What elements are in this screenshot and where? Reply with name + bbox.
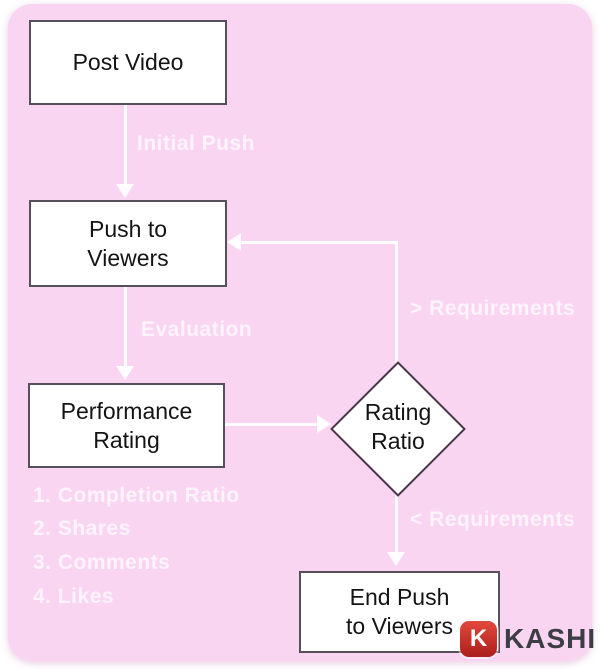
node-post-video-label: Post Video (72, 49, 184, 75)
connector-feedback-vertical (395, 241, 398, 365)
arrowhead-to-diamond (317, 415, 331, 433)
node-end-push-line1: End Push (349, 584, 450, 610)
arrowhead-end-push (387, 552, 405, 566)
edge-label-evaluation: Evaluation (141, 318, 253, 341)
connector-initial-push (124, 103, 127, 186)
kashi-logo: K KASHI (460, 621, 596, 657)
connector-end-push (395, 490, 398, 554)
node-push-to-viewers-line1: Push to (89, 215, 167, 242)
criteria-item-shares: 2. Shares (33, 517, 131, 540)
criteria-item-completion-ratio: 1. Completion Ratio (33, 484, 240, 507)
node-post-video: Post Video (29, 20, 227, 105)
decision-rating-ratio-line1: Rating (364, 399, 432, 425)
kashi-logo-k-icon: K (460, 621, 497, 657)
decision-rating-ratio-line2: Ratio (371, 428, 425, 454)
arrowhead-feedback (227, 233, 241, 251)
node-push-to-viewers-line2: Viewers (87, 244, 169, 271)
node-performance-rating-line1: Performance (60, 397, 193, 424)
flowchart-panel (8, 4, 592, 661)
arrowhead-initial-push (116, 184, 134, 198)
node-performance-rating-line2: Rating (93, 426, 160, 453)
connector-feedback-horizontal (240, 241, 398, 244)
decision-rating-ratio-label: Rating Ratio (333, 398, 463, 456)
edge-label-initial-push: Initial Push (137, 132, 256, 155)
criteria-item-likes: 4. Likes (33, 585, 115, 608)
edge-label-lt-requirements: < Requirements (410, 508, 576, 531)
node-end-push-line2: to Viewers (346, 613, 453, 639)
connector-to-diamond (223, 423, 320, 426)
arrowhead-evaluation (116, 366, 134, 380)
kashi-logo-text: KASHI (504, 623, 597, 654)
criteria-item-comments: 3. Comments (33, 551, 171, 574)
edge-label-gt-requirements: > Requirements (410, 297, 576, 320)
node-end-push-to-viewers: End Push to Viewers (299, 571, 500, 653)
node-push-to-viewers: Push to Viewers (29, 200, 227, 287)
node-performance-rating: Performance Rating (28, 383, 225, 468)
connector-evaluation (124, 285, 127, 368)
